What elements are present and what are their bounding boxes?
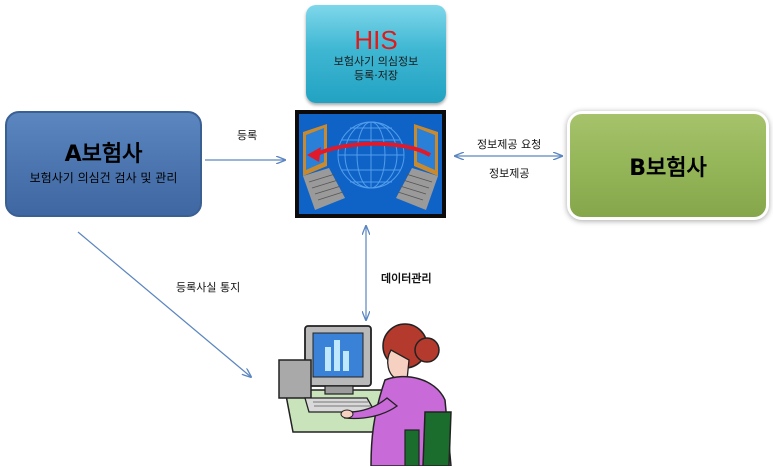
info-provide-label: 정보제공: [489, 167, 530, 180]
his-line-1: 보험사기 의심정보: [333, 55, 419, 68]
register-label: 등록: [237, 129, 258, 142]
insurer-a-subtitle: 보험사기 의심건 검사 및 관리: [29, 171, 178, 185]
notify-label: 등록사실 통지: [176, 281, 241, 294]
his-box: HIS 보험사기 의심정보 등록·저장: [306, 5, 446, 103]
person-at-computer-icon: [278, 323, 452, 466]
computer-network-icon: [295, 110, 446, 218]
insurer-b-title: B보험사: [629, 155, 707, 181]
data-management-label: 데이터관리: [381, 272, 432, 285]
insurer-a-box: A보험사 보험사기 의심건 검사 및 관리: [5, 111, 202, 217]
his-title: HIS: [354, 25, 398, 55]
insurer-a-title: A보험사: [64, 142, 143, 167]
insurer-b-box: B보험사: [570, 114, 766, 217]
his-line-2: 등록·저장: [354, 69, 398, 82]
notify-arrow: [77, 231, 251, 377]
info-request-label: 정보제공 요청: [477, 138, 542, 151]
